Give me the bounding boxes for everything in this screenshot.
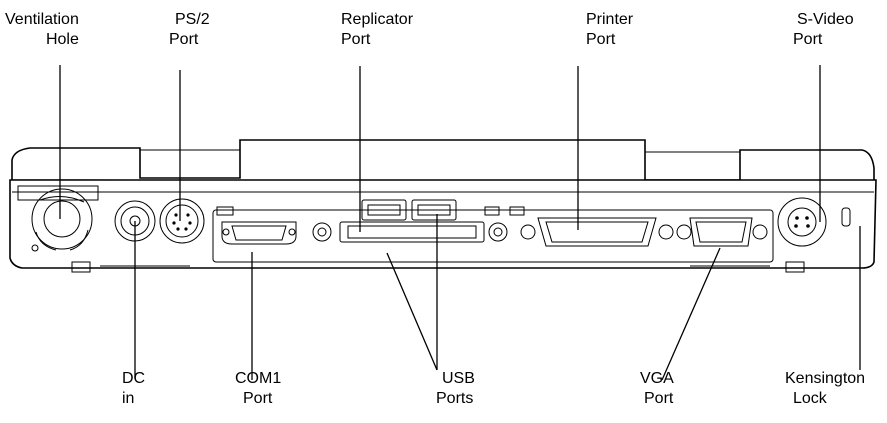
printer-port-label: Printer Port <box>586 10 633 50</box>
com1-port-graphic <box>216 206 297 245</box>
printer-port-label-line2: Port <box>586 31 616 48</box>
kensington-lock-label-line1: Kensington <box>785 370 866 387</box>
dc-in-label-line2: in <box>122 390 135 407</box>
ps2-port-graphic <box>159 198 205 244</box>
usb-ports-graphic <box>361 199 457 221</box>
vga-port-label-line1: VGA <box>640 370 674 387</box>
ps2-port-label-line2: Port <box>169 31 199 48</box>
leader-lines <box>59 65 861 381</box>
ventilation-hole-label: Ventilation Hole <box>5 10 79 50</box>
kensington-lock-label-line2: Lock <box>793 390 827 407</box>
vga-port-label-line2: Port <box>644 390 674 407</box>
com1-port-label-line2: Port <box>243 390 273 407</box>
dc-in-label: DC in <box>122 369 145 409</box>
printer-port-graphic <box>484 206 674 247</box>
usb-ports-label: USB Ports <box>436 369 475 409</box>
com1-port-label: COM1 Port <box>235 369 281 409</box>
ventilation-hole-graphic <box>17 185 99 252</box>
replicator-port-graphic <box>312 221 508 243</box>
ventilation-hole-label-line2: Hole <box>45 31 79 48</box>
com1-port-label-line1: COM1 <box>235 370 282 387</box>
replicator-port-label-line1: Replicator <box>341 11 414 28</box>
ventilation-hole-label-line1: Ventilation <box>5 11 79 28</box>
ps2-port-label: PS/2 Port <box>169 10 210 50</box>
printer-port-label-line1: Printer <box>586 11 634 28</box>
svideo-port-graphic <box>777 197 827 247</box>
svideo-port-label-line2: Port <box>793 31 823 48</box>
usb-ports-label-line2: Ports <box>436 390 474 407</box>
kensington-lock-label: Kensington Lock <box>785 369 865 409</box>
svideo-port-label: S-Video Port <box>793 10 854 50</box>
svideo-port-label-line1: S-Video <box>797 11 854 28</box>
vga-port-graphic <box>676 217 768 247</box>
kensington-lock-graphic <box>841 207 851 227</box>
replicator-port-label-line2: Port <box>341 31 371 48</box>
vga-port-label: VGA Port <box>640 369 674 409</box>
dc-in-label-line1: DC <box>122 370 146 387</box>
ps2-port-label-line1: PS/2 <box>175 11 210 28</box>
laptop-lid-outline <box>11 139 875 183</box>
replicator-port-label: Replicator Port <box>341 10 413 50</box>
laptop-body <box>9 179 877 273</box>
usb-ports-label-line1: USB <box>442 370 475 387</box>
